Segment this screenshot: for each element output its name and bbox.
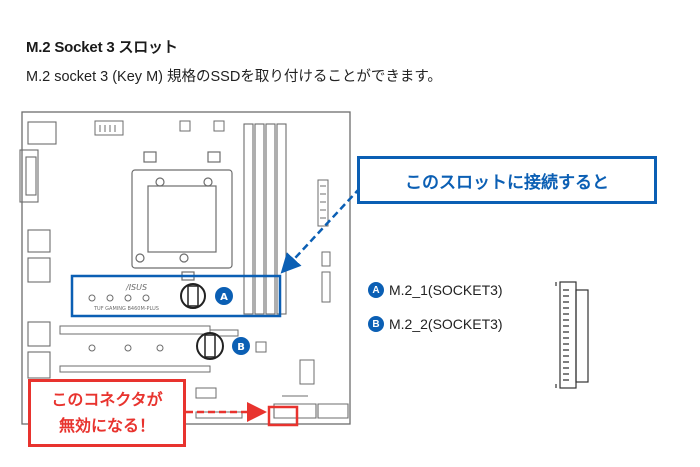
badge-a-icon: A bbox=[368, 282, 384, 298]
slot-connection-callout: このスロットに接続すると bbox=[357, 156, 657, 204]
m2-highlight-box bbox=[70, 274, 282, 318]
slot-callout-arrow bbox=[280, 187, 361, 274]
svg-text:B: B bbox=[237, 342, 245, 353]
board-brand-logo: /ISUS bbox=[125, 283, 147, 292]
legend-item-m2-2: B M.2_2(SOCKET3) bbox=[368, 316, 503, 332]
slot-connection-callout-text: このスロットに接続すると bbox=[405, 172, 609, 193]
connector-disabled-line2: 無効になる！ bbox=[58, 416, 155, 435]
dimm-slots bbox=[243, 123, 287, 315]
legend-label-m2-1: M.2_1(SOCKET3) bbox=[389, 282, 503, 298]
disabled-connector-highlight bbox=[267, 405, 299, 427]
connector-disabled-line1: このコネクタが bbox=[51, 390, 163, 409]
m2-module-drawing bbox=[555, 281, 589, 389]
board-model-label: TUF GAMING B460M-PLUS bbox=[93, 306, 159, 312]
legend-item-m2-1: A M.2_1(SOCKET3) bbox=[368, 282, 503, 298]
m2-socket-a: A bbox=[180, 283, 233, 309]
section-title: M.2 Socket 3 スロット bbox=[26, 39, 178, 56]
m2-heatsink bbox=[88, 294, 164, 352]
badge-b-icon: B bbox=[368, 316, 384, 332]
rear-io bbox=[19, 121, 57, 379]
sata-connectors bbox=[273, 395, 349, 419]
connector-disabled-callout: このコネクタが 無効になる！ bbox=[28, 379, 186, 447]
atx-12v-connector bbox=[94, 120, 225, 136]
legend-label-m2-2: M.2_2(SOCKET3) bbox=[389, 316, 503, 332]
cpu-socket bbox=[131, 151, 233, 281]
section-description: M.2 socket 3 (Key M) 規格のSSDを取り付けることができます… bbox=[26, 69, 442, 85]
m2-socket-b: B bbox=[196, 332, 250, 360]
atx-24pin-connector bbox=[317, 179, 331, 303]
svg-text:A: A bbox=[220, 292, 228, 303]
